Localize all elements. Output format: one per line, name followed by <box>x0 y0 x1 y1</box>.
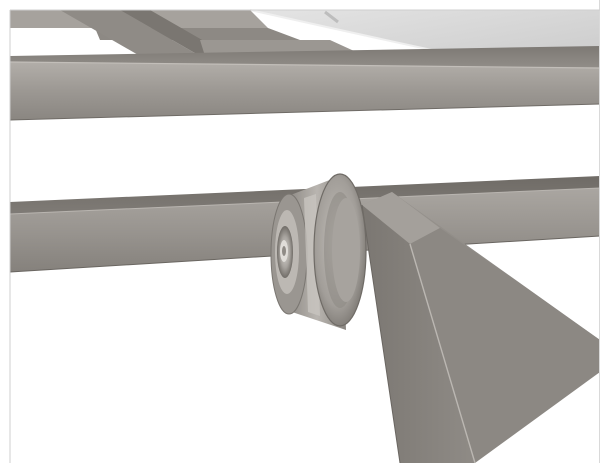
flanged-wheel-icon <box>270 173 367 330</box>
upper-horizontal-beam <box>9 46 600 121</box>
diagonal-square-tube <box>361 192 600 463</box>
